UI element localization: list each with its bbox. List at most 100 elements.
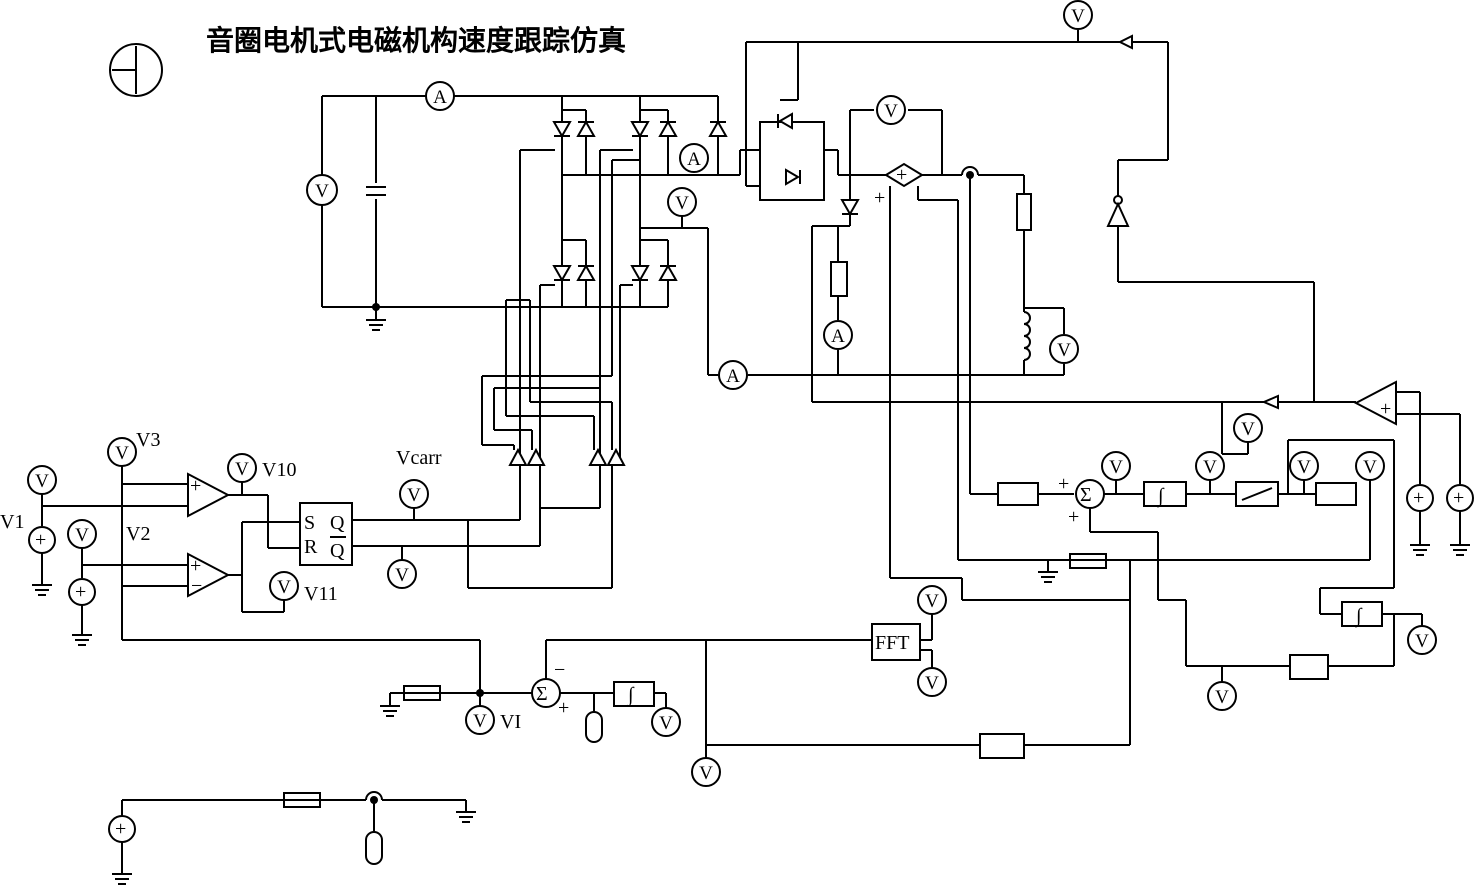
opamp-plus-label: + <box>190 555 201 577</box>
ammeter-icon[interactable]: A <box>718 360 748 390</box>
svg-text:V: V <box>75 525 89 546</box>
svg-text:A: A <box>831 326 845 347</box>
v2-source-sign: + <box>75 581 86 603</box>
svg-text:V: V <box>395 565 409 586</box>
integrator-symbol: ∫ <box>1354 605 1363 628</box>
dc-link-section <box>321 95 718 331</box>
controlled-source-plus-label: + <box>874 187 885 209</box>
igbt-switch <box>552 119 728 283</box>
fft-block-label: FFT <box>875 632 909 654</box>
error-integrator-symbol: ∫ <box>626 684 635 707</box>
signal-chain: Σ + + ∫ ∫ <box>706 439 1423 759</box>
speed-comparator: + + + <box>812 380 1474 556</box>
svg-text:A: A <box>433 87 447 108</box>
svg-text:V: V <box>277 577 291 598</box>
svg-text:V: V <box>925 591 939 612</box>
svg-text:A: A <box>726 366 740 387</box>
svg-text:V: V <box>675 193 689 214</box>
label-v1: V1 <box>0 511 24 533</box>
sr-s-label: S <box>304 512 315 534</box>
error-fft-section: Σ − + ∫ FFT <box>380 614 933 758</box>
voltmeter-icon[interactable]: V <box>917 585 947 615</box>
svg-text:V: V <box>1415 631 1429 652</box>
voltmeter-v3-icon[interactable]: V <box>107 437 137 467</box>
svg-text:V: V <box>35 471 49 492</box>
pwm-control-section: + + − S R Q Q <box>28 159 640 706</box>
source-plus-label: + <box>1453 487 1464 509</box>
voltmeter-icon[interactable]: V <box>1289 451 1319 481</box>
voltmeter-icon[interactable]: V <box>1407 625 1437 655</box>
reference-source-section: + <box>108 791 476 885</box>
ammeter-icon[interactable]: A <box>679 143 709 173</box>
source-plus-label: + <box>115 818 126 840</box>
clock-icon <box>109 43 163 97</box>
diagram-title: 音圈电机式电磁机构速度跟踪仿真 <box>206 24 626 57</box>
label-vi: VI <box>500 711 521 733</box>
svg-text:V: V <box>1203 457 1217 478</box>
sum-symbol: Σ <box>1080 484 1092 506</box>
label-v3: V3 <box>136 429 160 451</box>
voltmeter-icon[interactable]: V <box>667 187 697 217</box>
thyristor-stage <box>708 30 1315 578</box>
svg-text:V: V <box>1071 6 1085 27</box>
sr-qbar-label: Q <box>330 540 345 562</box>
svg-text:V: V <box>315 181 329 202</box>
voltmeter-icon[interactable]: V <box>1355 451 1385 481</box>
comparator-plus-label: + <box>1380 398 1391 420</box>
svg-text:V: V <box>1057 340 1071 361</box>
voltmeter-icon[interactable]: V <box>27 465 57 495</box>
voltmeter-icon[interactable]: V <box>1195 451 1225 481</box>
sr-q-label: Q <box>330 512 345 534</box>
error-sum-plus-label: + <box>558 697 569 719</box>
sum-plus-label: + <box>1068 506 1079 528</box>
sum-plus-label: + <box>1058 473 1069 495</box>
voltmeter-v11-icon[interactable]: V <box>269 571 299 601</box>
voltmeter-icon[interactable]: V <box>651 707 681 737</box>
v1-source-sign: + <box>35 529 46 551</box>
ammeter-icon[interactable]: A <box>823 320 853 350</box>
voltmeter-icon[interactable]: V <box>1207 681 1237 711</box>
label-v10: V10 <box>262 459 296 481</box>
svg-text:V: V <box>115 443 129 464</box>
opamp-minus-label: − <box>191 575 202 597</box>
svg-text:V: V <box>407 485 421 506</box>
sr-r-label: R <box>304 536 318 558</box>
svg-text:V: V <box>699 763 713 784</box>
label-vcarr: Vcarr <box>396 447 442 469</box>
ammeter-icon[interactable]: A <box>425 81 455 111</box>
inverter-bridge <box>519 96 760 465</box>
voltmeter-icon[interactable]: V <box>1049 334 1079 364</box>
svg-text:V: V <box>1241 419 1255 440</box>
svg-text:V: V <box>884 101 898 122</box>
voltmeter-icon[interactable]: V <box>876 95 906 125</box>
svg-text:V: V <box>925 673 939 694</box>
voltmeter-icon[interactable]: V <box>1101 451 1131 481</box>
controlled-source-sign: + <box>896 164 907 186</box>
voltmeter-icon[interactable]: V <box>1233 413 1263 443</box>
voltmeter-icon[interactable]: V <box>387 559 417 589</box>
voltmeter-vi-icon[interactable]: V <box>465 705 495 735</box>
voltmeter-icon[interactable]: V <box>67 519 97 549</box>
svg-text:V: V <box>473 711 487 732</box>
label-v2: V2 <box>126 523 150 545</box>
source-plus-label: + <box>1413 487 1424 509</box>
voltmeter-v10-icon[interactable]: V <box>227 453 257 483</box>
svg-text:V: V <box>1215 687 1229 708</box>
svg-text:V: V <box>1297 457 1311 478</box>
integrator-symbol: ∫ <box>1156 485 1165 508</box>
svg-text:V: V <box>1109 457 1123 478</box>
svg-text:V: V <box>1363 457 1377 478</box>
voltmeter-icon[interactable]: V <box>306 174 338 206</box>
voltmeter-icon[interactable]: V <box>917 667 947 697</box>
voltmeter-icon[interactable]: V <box>691 757 721 787</box>
error-sum-symbol: Σ <box>536 683 548 705</box>
voltmeter-icon[interactable]: V <box>1063 0 1093 30</box>
svg-text:V: V <box>235 459 249 480</box>
svg-text:V: V <box>659 713 673 734</box>
svg-text:A: A <box>687 149 701 170</box>
label-v11: V11 <box>304 583 338 605</box>
opamp-plus-label: + <box>190 475 201 497</box>
voltmeter-icon[interactable]: V <box>399 479 429 509</box>
error-sum-minus-label: − <box>554 659 565 681</box>
